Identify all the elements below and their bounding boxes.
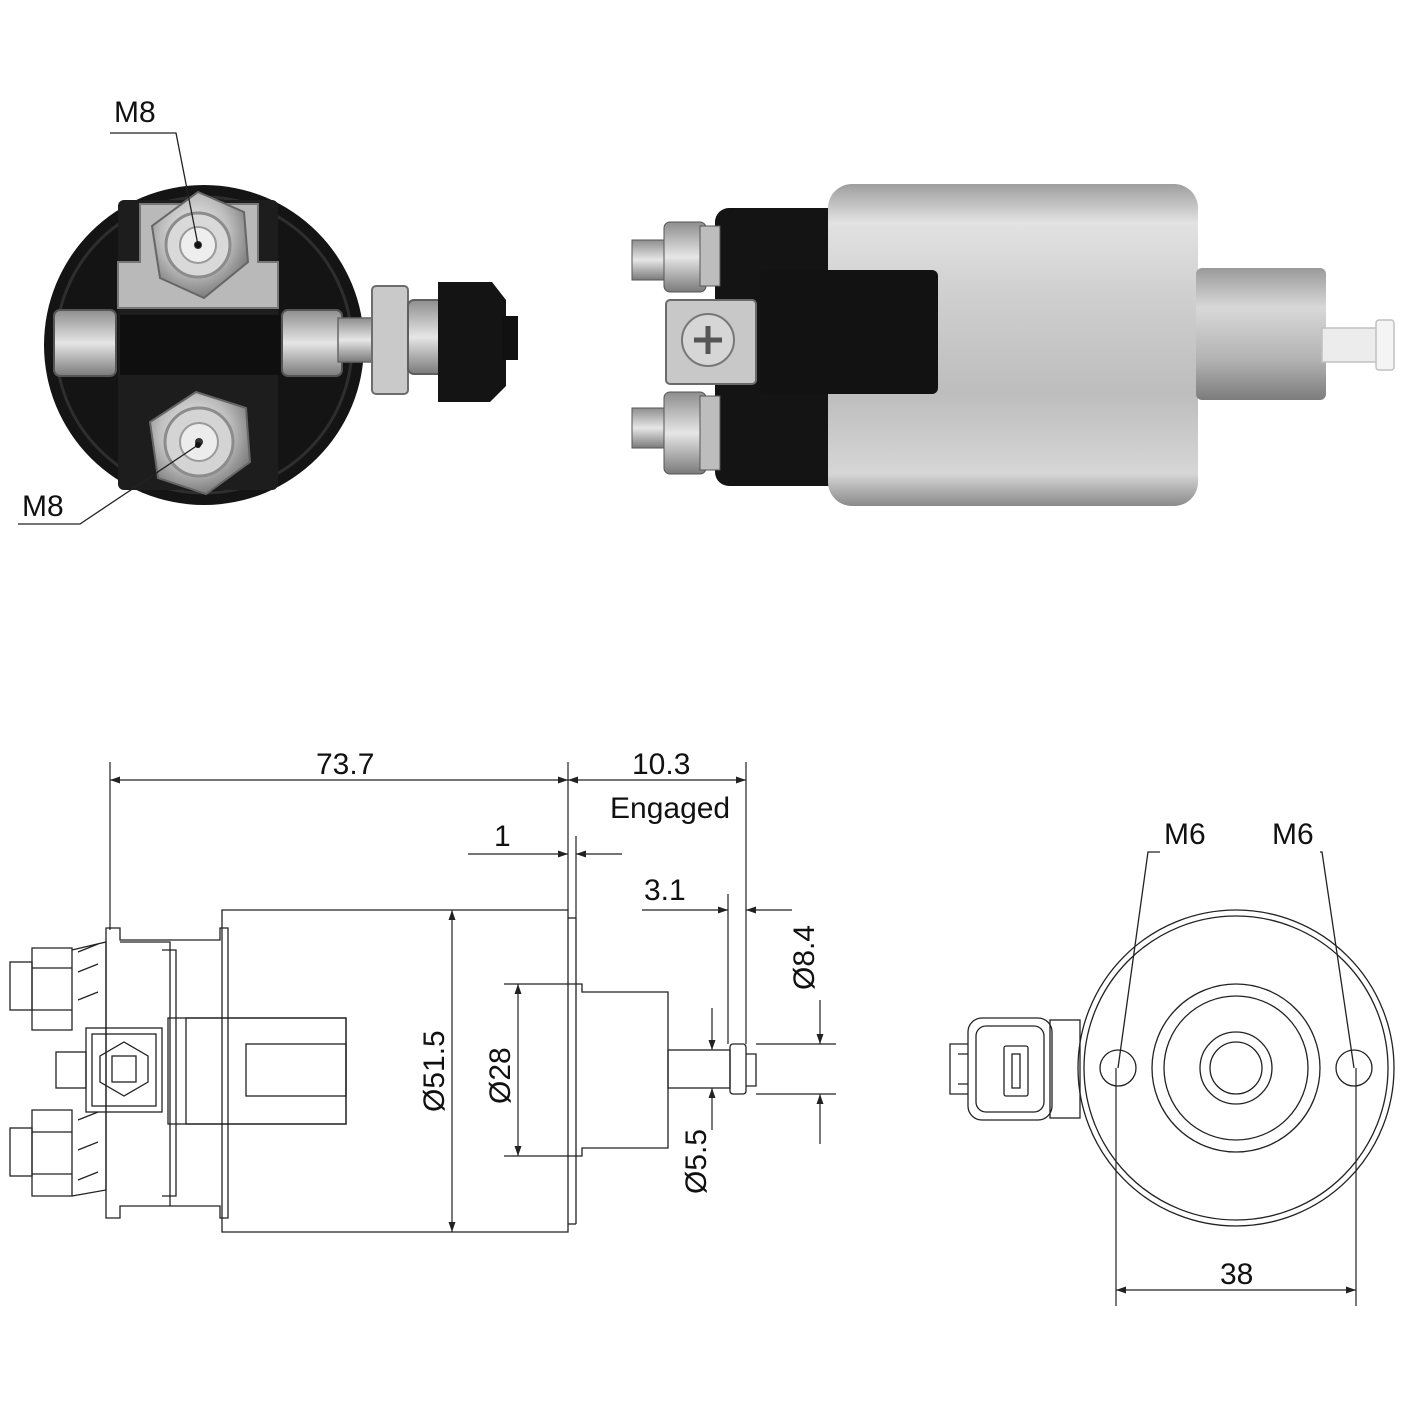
side-view-photo xyxy=(631,184,1395,506)
dim-plunger-diameter: Ø5.5 xyxy=(680,1129,713,1194)
solenoid-body xyxy=(828,184,1198,506)
dim-tip-length: 3.1 xyxy=(644,874,686,907)
label-m8-bottom: M8 xyxy=(22,490,64,523)
nose xyxy=(1196,268,1326,400)
lower-stud xyxy=(631,391,721,475)
plastic-tip xyxy=(1375,319,1395,371)
dim-gap: 1 xyxy=(494,820,511,853)
connector-housing xyxy=(760,270,938,394)
dim-engaged-note: Engaged xyxy=(610,792,730,825)
label-m8-top: M8 xyxy=(114,96,156,129)
side-drawing: 73.7 10.3 Engaged 1 3.1 Ø51.5 Ø28 Ø5.5 Ø… xyxy=(9,748,836,1233)
label-m6-right: M6 xyxy=(1272,818,1314,851)
end-drawing: M6 M6 38 xyxy=(949,818,1395,1306)
dim-body-diameter: Ø51.5 xyxy=(418,1030,451,1112)
dim-nose-diameter: Ø28 xyxy=(484,1047,517,1104)
bottom-terminal-nut xyxy=(148,390,252,496)
dim-hole-spacing: 38 xyxy=(1220,1258,1253,1291)
mount-hole-right xyxy=(1335,1049,1373,1087)
mount-hole-left xyxy=(1099,1049,1137,1087)
dim-stroke: 10.3 xyxy=(632,748,690,781)
upper-stud xyxy=(631,221,721,293)
dim-length: 73.7 xyxy=(316,748,374,781)
end-view-photo: M8 M8 xyxy=(18,96,518,525)
label-m6-left: M6 xyxy=(1164,818,1206,851)
dim-tip-diameter: Ø8.4 xyxy=(788,925,821,990)
